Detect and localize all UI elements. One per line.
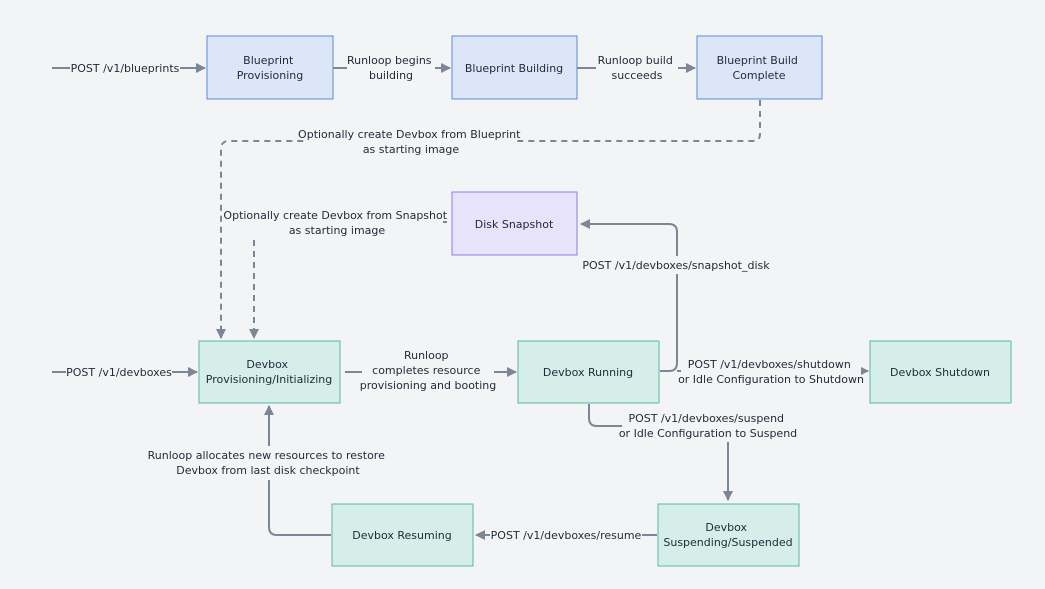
label-post-blueprints: POST /v1/blueprints <box>70 60 180 76</box>
svg-text:Devbox Running: Devbox Running <box>543 366 633 379</box>
edge-label-line: succeeds <box>611 69 662 82</box>
svg-text:Optionally create Devbox from: Optionally create Devbox from Blueprint … <box>298 128 524 156</box>
label-runloop-succeeds: Runloop build succeeds <box>596 50 678 84</box>
svg-text:Devbox Resuming: Devbox Resuming <box>352 529 451 542</box>
node-label-line: Blueprint Build <box>717 54 798 67</box>
node-label-line: Devbox <box>705 521 747 534</box>
label-runloop-begins: Runloop begins building <box>347 50 435 84</box>
edge-label-line: Runloop begins <box>347 54 432 67</box>
node-label-line: Provisioning <box>237 69 304 82</box>
label-allocates: Runloop allocates new resources to resto… <box>148 446 389 480</box>
node-blueprint-complete: Blueprint Build Complete <box>696 35 823 100</box>
edge-label-line: POST /v1/devboxes/resume <box>491 529 642 542</box>
node-label-line: Suspending/Suspended <box>663 536 792 549</box>
edge-label-line: or Idle Configuration to Suspend <box>619 427 797 440</box>
edge-snapshot-disk <box>580 219 678 372</box>
node-label-line: Devbox <box>246 358 288 371</box>
label-suspend: POST /v1/devboxes/suspend or Idle Config… <box>619 408 797 442</box>
node-devbox-shutdown: Devbox Shutdown <box>869 340 1012 404</box>
label-post-devboxes: POST /v1/devboxes <box>66 364 172 380</box>
edge-label-line: POST /v1/devboxes <box>66 366 172 379</box>
edge-label-line: Devbox from last disk checkpoint <box>176 464 360 477</box>
node-devbox-running: Devbox Running <box>517 340 660 404</box>
edge-label-line: POST /v1/devboxes/suspend <box>628 412 784 425</box>
label-from-blueprint: Optionally create Devbox from Blueprint … <box>298 124 524 158</box>
label-snapshot-disk: POST /v1/devboxes/snapshot_disk <box>582 256 770 274</box>
svg-text:Optionally create Devbox from: Optionally create Devbox from Snapshot a… <box>223 209 450 237</box>
edge-label-line: as starting image <box>363 143 460 156</box>
node-blueprint-provisioning: Blueprint Provisioning <box>206 35 334 100</box>
node-label-line: Disk Snapshot <box>475 218 554 231</box>
edge-label-line: Optionally create Devbox from Blueprint <box>298 128 521 141</box>
svg-text:POST /v1/devboxes/shutdown: POST /v1/devboxes/shutdown or Idle Confi… <box>678 358 864 386</box>
label-runloop-completes: Runloop completes resource provisioning … <box>360 346 497 396</box>
node-label-line: Devbox Shutdown <box>890 366 990 379</box>
svg-text:Disk Snapshot: Disk Snapshot <box>475 218 554 231</box>
edge-label-line: Runloop allocates new resources to resto… <box>148 449 385 462</box>
node-label-line: Devbox Running <box>543 366 633 379</box>
edge-label-line: provisioning and booting <box>360 379 497 392</box>
svg-text:POST /v1/devboxes/suspend: POST /v1/devboxes/suspend or Idle Config… <box>619 412 797 440</box>
edge-from-blueprint <box>216 100 761 339</box>
edge-label-line: building <box>369 69 413 82</box>
node-label-line: Blueprint <box>243 54 294 67</box>
label-from-snapshot: Optionally create Devbox from Snapshot a… <box>223 205 450 239</box>
svg-text:Blueprint Building: Blueprint Building <box>465 62 563 75</box>
svg-text:Devbox Provisioning/Init: Devbox Provisioning/Initializing <box>206 358 333 386</box>
svg-text:POST /v1/devboxes/resume: POST /v1/devboxes/resume <box>491 529 642 542</box>
svg-text:Blueprint Build Complete: Blueprint Build Complete <box>717 54 802 82</box>
edge-label-line: Runloop <box>404 349 449 362</box>
edge-label-line: Runloop build <box>598 54 673 67</box>
svg-text:Devbox Suspending/Suspen: Devbox Suspending/Suspended <box>663 521 792 549</box>
edge-label-line: or Idle Configuration to Shutdown <box>678 373 864 386</box>
svg-text:POST /v1/devboxes/snapshot_dis: POST /v1/devboxes/snapshot_disk <box>582 259 770 272</box>
node-devbox-resuming: Devbox Resuming <box>331 503 474 567</box>
edge-allocates <box>264 405 331 536</box>
edge-label-line: POST /v1/blueprints <box>71 62 180 75</box>
svg-text:Runloop build succeeds: Runloop build succeeds <box>598 54 677 82</box>
edge-label-line: POST /v1/devboxes/snapshot_disk <box>582 259 770 272</box>
svg-text:Runloop completes resour: Runloop completes resource provisioning … <box>360 349 497 392</box>
svg-text:Runloop allocates new resource: Runloop allocates new resources to resto… <box>148 449 389 477</box>
edge-label-line: POST /v1/devboxes/shutdown <box>688 358 851 371</box>
edge-label-line: as starting image <box>289 224 386 237</box>
node-label-line: Blueprint Building <box>465 62 563 75</box>
node-disk-snapshot: Disk Snapshot <box>451 191 578 256</box>
node-label-line: Complete <box>732 69 785 82</box>
svg-text:Devbox Shutdown: Devbox Shutdown <box>890 366 990 379</box>
svg-text:Runloop begins building: Runloop begins building <box>347 54 435 82</box>
edge-label-line: Optionally create Devbox from Snapshot <box>223 209 447 222</box>
svg-text:POST /v1/devboxes: POST /v1/devboxes <box>66 366 172 379</box>
svg-text:POST /v1/blueprints: POST /v1/blueprints <box>71 62 180 75</box>
svg-text:Blueprint Provisioning: Blueprint Provisioning <box>237 54 304 82</box>
node-devbox-suspending: Devbox Suspending/Suspended <box>657 503 800 567</box>
label-resume: POST /v1/devboxes/resume <box>490 527 642 543</box>
node-devbox-provisioning: Devbox Provisioning/Initializing <box>198 340 341 404</box>
label-shutdown: POST /v1/devboxes/shutdown or Idle Confi… <box>678 354 864 388</box>
node-label-line: Provisioning/Initializing <box>206 373 333 386</box>
edge-label-line: completes resource <box>372 364 480 377</box>
node-label-line: Devbox Resuming <box>352 529 451 542</box>
node-blueprint-building: Blueprint Building <box>451 35 578 100</box>
